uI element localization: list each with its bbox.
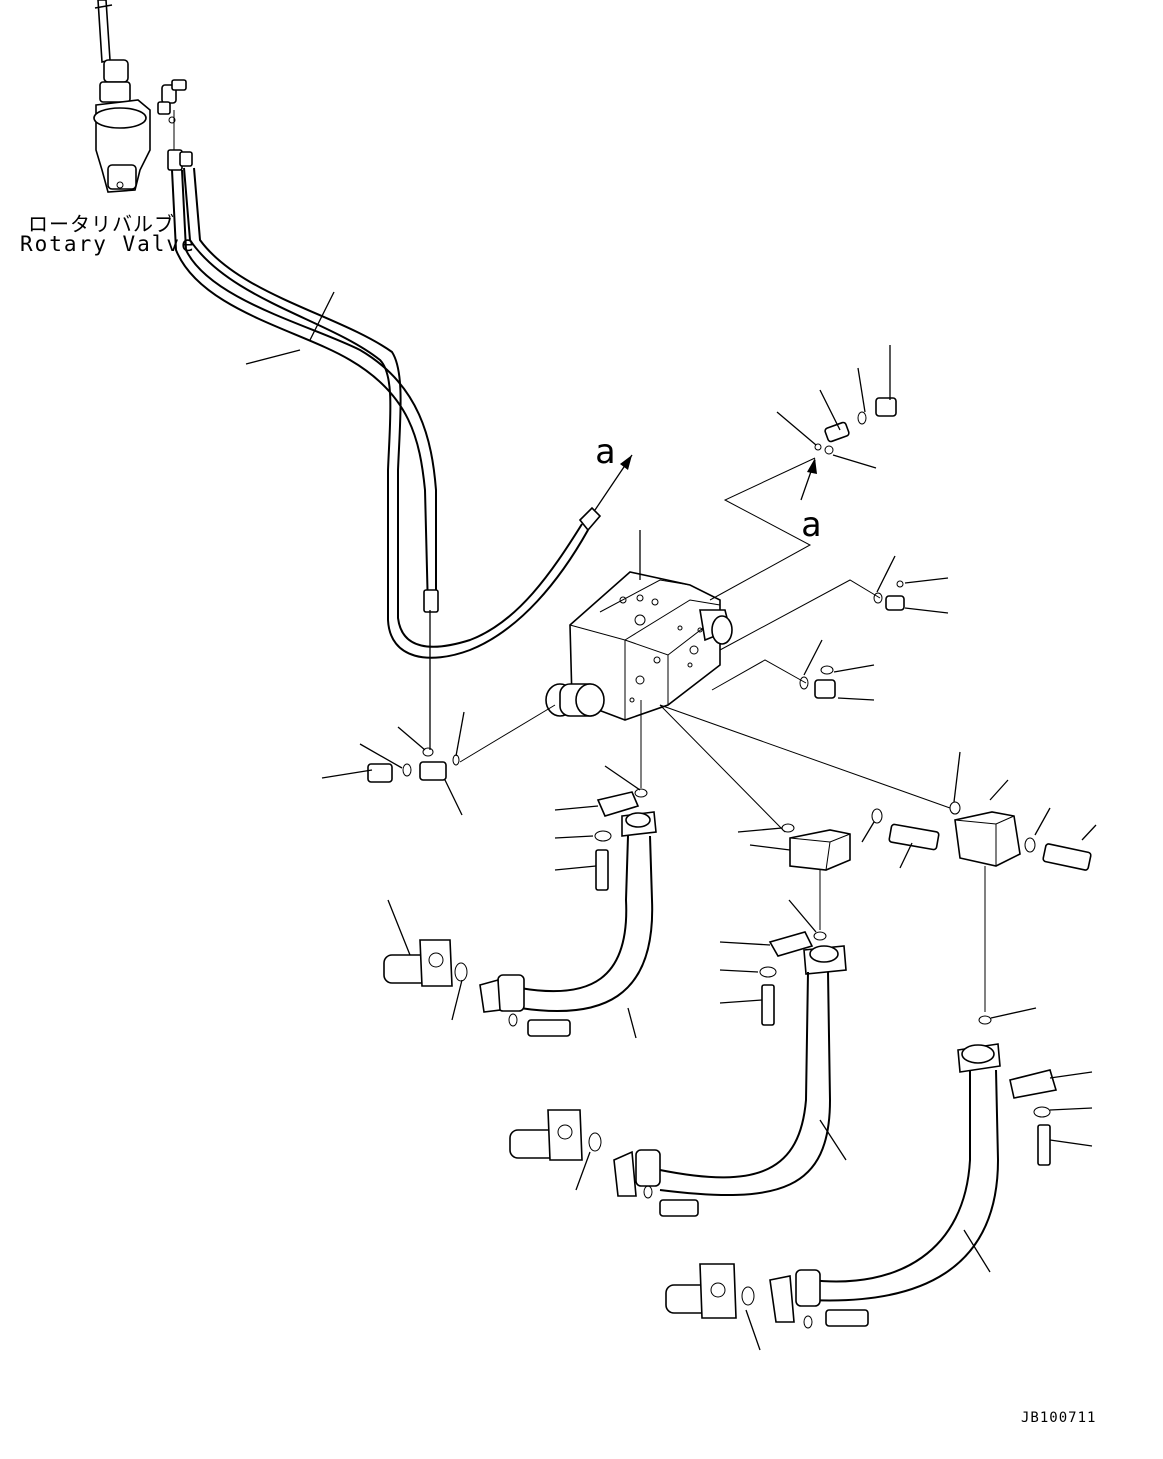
hose-assembly-1 bbox=[383, 700, 657, 1039]
rotary-valve bbox=[93, 0, 193, 193]
upper-right-fittings bbox=[709, 345, 949, 701]
hose-assembly-3 bbox=[665, 1007, 1093, 1351]
reference-mark-a-top: a bbox=[595, 432, 616, 472]
drawing-code: JB100711 bbox=[1021, 1410, 1097, 1426]
pilot-hoses bbox=[171, 167, 633, 750]
spacer-blocks bbox=[659, 704, 1097, 1012]
hose-assembly-2 bbox=[509, 899, 847, 1217]
control-valve-block bbox=[545, 530, 733, 721]
rotary-valve-label-jp: ロータリバルブ bbox=[28, 212, 175, 236]
left-tee-fitting bbox=[321, 704, 556, 816]
reference-mark-a-right: a bbox=[801, 505, 822, 545]
rotary-valve-label-en: Rotary Valve bbox=[20, 232, 196, 256]
leader-lines bbox=[245, 291, 335, 365]
